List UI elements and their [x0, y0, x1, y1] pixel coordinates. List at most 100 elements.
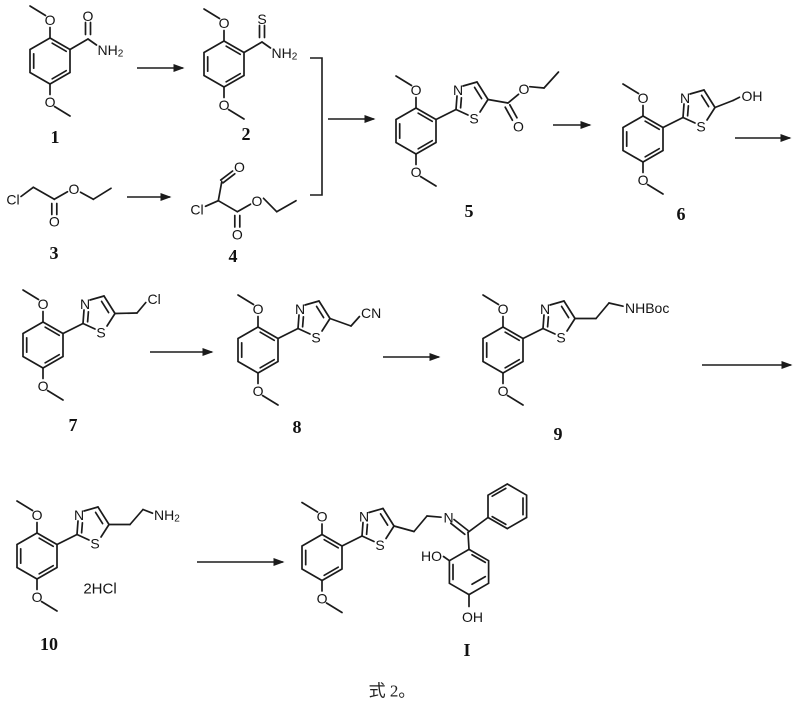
methoxy-o-label: O: [45, 94, 56, 110]
compound-2-number: 2: [242, 124, 251, 144]
thiazole-s-label: S: [469, 111, 478, 127]
amine-nh2-label: NH2: [154, 507, 180, 524]
phenyl-ring-bonds: [487, 483, 528, 530]
bond: [243, 41, 263, 54]
bond: [426, 515, 442, 519]
compound-2: O O S NH2: [203, 8, 298, 120]
aromatic-inner-bond: [491, 515, 507, 526]
bond: [236, 203, 252, 213]
amine-nh2-label: NH2: [272, 45, 298, 62]
thiazole-n-label: N: [680, 90, 690, 106]
imine-double-bond: [453, 518, 469, 532]
bond: [92, 187, 112, 201]
methoxy-o-label: O: [498, 383, 509, 399]
carbonyl-o-label: O: [49, 214, 60, 230]
thiazole-s-label: S: [96, 325, 105, 341]
carbonyl-o-label: O: [513, 119, 524, 135]
bond: [608, 302, 624, 308]
thiazole-s-label: S: [311, 330, 320, 346]
compound-6-number: 6: [677, 204, 686, 224]
bond: [262, 197, 278, 213]
scheme-caption: 式 2。: [369, 682, 416, 701]
bond: [595, 302, 610, 320]
methoxy-o-label: O: [411, 82, 422, 98]
bond: [714, 99, 734, 109]
compound-I-number: I: [463, 640, 470, 660]
aromatic-inner-bond: [491, 487, 507, 498]
amide-o-label: O: [83, 8, 94, 24]
bond: [543, 71, 560, 89]
methoxy-o-label: O: [638, 172, 649, 188]
amine-nh2-label: NH2: [98, 42, 124, 59]
methoxy-o-label: O: [38, 378, 49, 394]
carbonyl-double-bond: [504, 106, 514, 122]
aldehyde-o-label: O: [234, 159, 245, 175]
nitrile-label: CN: [361, 305, 381, 321]
compound-I: O O N S N HO OH: [302, 483, 528, 625]
bond: [217, 199, 239, 213]
chloro-label: Cl: [6, 192, 19, 208]
carbonyl-o-label: O: [232, 227, 243, 243]
thioamide-s-label: S: [257, 11, 266, 27]
bond: [329, 317, 352, 327]
carbonyl-double-bond: [508, 103, 518, 119]
methoxy-o-label: O: [317, 509, 328, 525]
methoxy-o-label: O: [411, 164, 422, 180]
compound-1-number: 1: [51, 127, 60, 147]
compound-4: O Cl O O: [190, 159, 297, 243]
bond: [129, 508, 144, 526]
compound-4-number: 4: [229, 246, 238, 266]
bond: [136, 301, 147, 314]
nhboc-label: NHBoc: [625, 300, 669, 316]
bond: [413, 515, 428, 533]
ester-o-label: O: [519, 81, 530, 97]
imine-n-label: N: [443, 510, 453, 526]
compound-1: O O O NH2: [29, 5, 124, 117]
combination-bracket: [310, 57, 323, 196]
compound-8: O O N S CN: [238, 295, 381, 405]
bond: [261, 41, 272, 49]
bond: [217, 180, 223, 202]
aldehyde-double-bond: [219, 170, 234, 181]
bond: [487, 98, 509, 104]
ester-o-label: O: [69, 181, 80, 197]
bond: [53, 190, 69, 201]
bond: [69, 38, 89, 51]
methoxy-o-label: O: [219, 15, 230, 31]
methoxy-o-label: O: [45, 12, 56, 28]
thiazole-n-label: N: [359, 509, 369, 525]
reaction-arrows: [127, 64, 793, 566]
methoxy-o-label: O: [38, 296, 49, 312]
methoxy-o-label: O: [253, 301, 264, 317]
bond: [467, 531, 470, 551]
bond: [393, 525, 415, 533]
bond: [350, 315, 361, 327]
compound-9: O O N S NHBoc: [483, 295, 669, 405]
thiazole-n-label: N: [453, 82, 463, 98]
chloro-label: Cl: [190, 202, 203, 218]
compound-3: Cl O O: [6, 181, 112, 230]
bond: [32, 186, 56, 201]
bond: [507, 93, 520, 104]
methoxy-o-label: O: [253, 383, 264, 399]
chloro-label: Cl: [148, 291, 161, 307]
compound-7-number: 7: [69, 415, 78, 435]
thiazole-n-label: N: [295, 301, 305, 317]
compound-5-number: 5: [465, 201, 474, 221]
ester-o-label: O: [252, 193, 263, 209]
methoxy-o-label: O: [219, 97, 230, 113]
thiazole-n-label: N: [74, 507, 84, 523]
compound-5: O O N S O O: [396, 71, 560, 186]
hydroxyl-oh-label: OH: [462, 609, 483, 625]
bond: [275, 199, 297, 213]
aromatic-inner-bond: [471, 553, 487, 564]
bond: [142, 508, 154, 515]
bond: [79, 191, 95, 201]
bond: [204, 199, 220, 208]
methoxy-o-label: O: [32, 507, 43, 523]
methoxy-o-label: O: [498, 301, 509, 317]
compound-6: O O N S OH: [623, 84, 763, 194]
methoxy-o-label: O: [32, 589, 43, 605]
compound-3-number: 3: [50, 243, 59, 263]
bond: [528, 85, 545, 89]
